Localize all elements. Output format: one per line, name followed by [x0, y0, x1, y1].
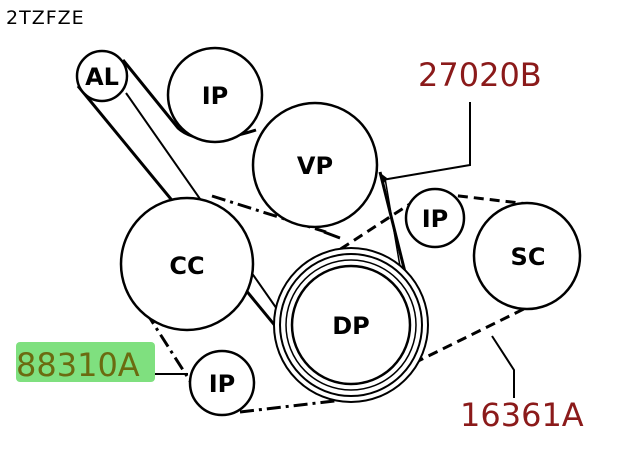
pulley-dp-inner-ring: [285, 259, 417, 391]
leader-16361a: [491, 335, 515, 398]
pulley-ip-bottom-circle: [188, 349, 256, 417]
pulley-dp-middle-ring: [279, 253, 423, 397]
pulley-al: AL: [75, 49, 129, 103]
pulley-ip-top-circle: [166, 46, 264, 144]
pulley-vp: VP: [251, 101, 379, 229]
sc-dp-dashed-bottom: [403, 300, 539, 370]
engine-code: 2TZFZE: [6, 7, 85, 29]
pulley-dp-hub: [290, 264, 412, 386]
pulley-dp: DP: [273, 247, 429, 403]
pulley-ip-right-circle: [404, 187, 466, 249]
part-label-27020b[interactable]: 27020B: [418, 56, 542, 94]
part-label-16361a[interactable]: 16361A: [460, 396, 584, 434]
pulley-dp-label: DP: [332, 312, 370, 340]
pulley-sc-label: SC: [511, 243, 546, 271]
pulley-sc-circle: [472, 201, 582, 311]
pulley-ip-right: IP: [404, 187, 466, 249]
pulley-ip-top-label: IP: [202, 82, 229, 110]
pulley-ip-right-label: IP: [422, 205, 449, 233]
pulley-al-circle: [75, 49, 129, 103]
leader-lines: [154, 102, 515, 398]
arrowhead-27020b: [379, 172, 387, 185]
pulley-vp-label: VP: [297, 152, 333, 180]
cc-dp-belt: [323, 230, 341, 240]
pulley-cc-circle: [119, 196, 255, 332]
part-label-88310a[interactable]: 88310A: [16, 346, 140, 384]
pulley-cc-label: CC: [169, 252, 204, 280]
cc-vp-dashdot: [211, 194, 327, 234]
part-label-88310a-highlight: [16, 342, 155, 382]
pulley-vp-circle: [251, 101, 379, 229]
pulley-ip-top: IP: [166, 46, 264, 144]
ip-sc-dashed-top: [441, 192, 529, 206]
pulley-ip-bottom-label: IP: [209, 370, 236, 398]
pulley-al-label: AL: [85, 63, 119, 91]
pulley-sc: SC: [472, 201, 582, 311]
leader-27020b: [381, 102, 471, 181]
pulley-ip-bottom: IP: [188, 349, 256, 417]
pulley-cc: CC: [119, 196, 255, 332]
dashed-belts: [335, 192, 539, 370]
